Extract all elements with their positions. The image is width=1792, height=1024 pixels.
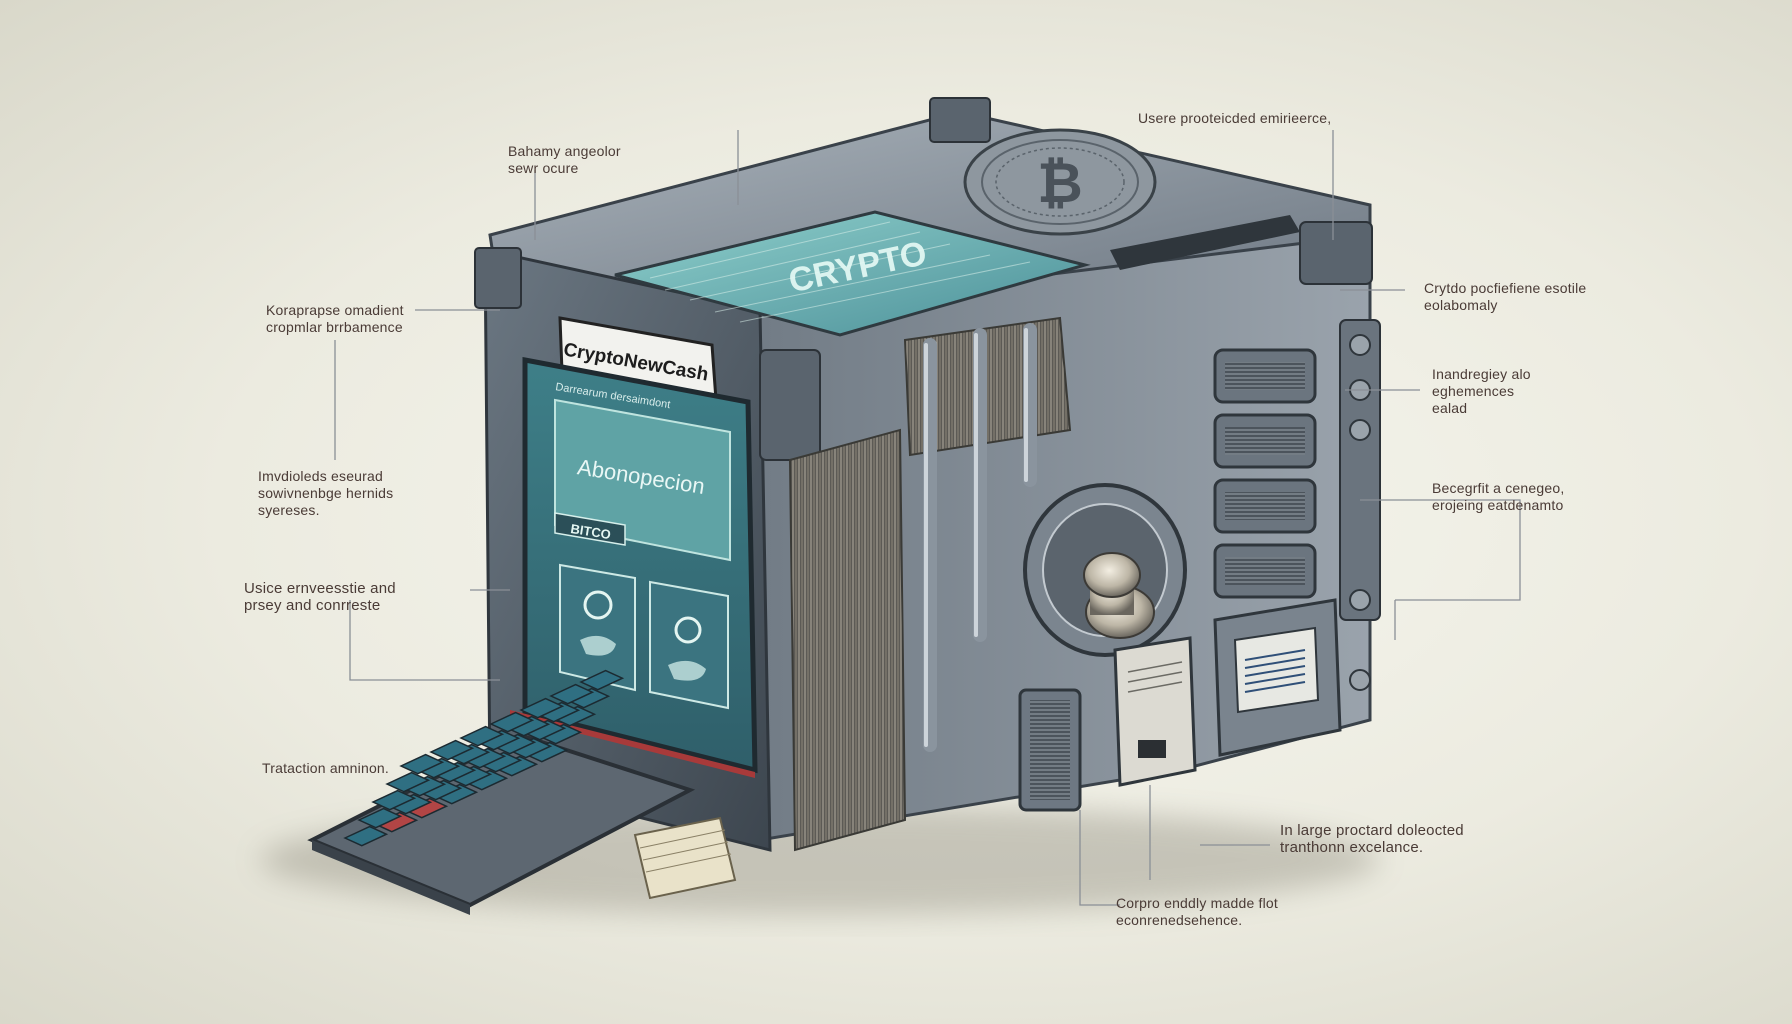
screen-option-left[interactable] <box>559 563 636 692</box>
screen-option-right[interactable] <box>649 580 729 710</box>
callout-left-1: Koraprapse omadient cropmlar brrbamence <box>266 302 404 335</box>
side-vent-modules <box>1213 348 1317 599</box>
callout-right-2: Inandregiey alo eghemences ealad <box>1432 366 1531 416</box>
option-ring-icon <box>583 590 613 620</box>
keypad-key[interactable] <box>429 739 475 761</box>
side-bolts <box>1349 334 1371 691</box>
screen-tag <box>554 512 626 546</box>
keypad-key[interactable] <box>579 669 625 691</box>
callout-top-left: Bahamy angeolor sewr ocure <box>508 143 621 176</box>
keypad[interactable] <box>343 669 625 847</box>
barcode-lines <box>1244 649 1306 693</box>
keypad-key[interactable] <box>399 753 445 775</box>
callout-top-right: Usere prooteicded emirieerce, <box>1138 110 1332 126</box>
callout-left-2: Imvdioleds eseurad sowivnenbge hernids s… <box>258 468 394 518</box>
option-hand-icon <box>580 635 616 656</box>
cash-stack <box>633 816 737 900</box>
pipes-highlight <box>924 328 1028 747</box>
top-display-scanlines <box>649 221 1031 323</box>
pipes <box>923 323 1037 752</box>
keypad-key[interactable] <box>371 789 417 811</box>
receipt-slot[interactable] <box>1138 740 1166 758</box>
callout-left-4: Trataction amninon. <box>262 760 390 776</box>
option-coin-icon <box>674 616 702 644</box>
screen-tag-text: BITCO <box>570 521 612 542</box>
callout-right-3: Becegrfit a cenegeo, erojeing eatdenamto <box>1432 480 1565 513</box>
screen-option-buttons[interactable] <box>559 563 729 710</box>
keypad-key[interactable] <box>343 825 389 847</box>
keypad-key[interactable] <box>357 807 403 829</box>
top-card-slot <box>1110 215 1300 270</box>
cable-bundle <box>788 428 907 852</box>
callout-leader-lines <box>334 130 1521 906</box>
corner-brackets <box>474 97 1381 621</box>
callout-left-3: Usice ernveesstie and prsey and conrrest… <box>244 580 396 614</box>
keypad-key[interactable] <box>385 771 431 793</box>
keypad-key[interactable] <box>459 725 505 747</box>
keypad-key[interactable] <box>519 697 565 719</box>
callout-right-1: Crytdo pocfiefiene esotile eolabomaly <box>1424 280 1587 313</box>
receipt-module <box>1113 636 1197 787</box>
vault-dial-knob[interactable] <box>1023 483 1187 657</box>
top-display-panel <box>614 210 1091 337</box>
keypad-key[interactable] <box>489 711 535 733</box>
svg-text:₿: ₿ <box>1037 151 1083 214</box>
bitcoin-emblem-icon: ₿ <box>963 128 1157 236</box>
callout-bottom-center: Corpro enddly madde flot econrenedsehenc… <box>1116 895 1278 928</box>
receipt-lines <box>1127 661 1183 693</box>
keypad-key[interactable] <box>549 683 595 705</box>
screen-trim-red <box>510 710 755 778</box>
option-hand-icon-2 <box>668 660 706 681</box>
cash-dispenser[interactable] <box>1018 688 1082 812</box>
callout-bottom-right: In large proctard doleocted tranthonn ex… <box>1280 822 1464 856</box>
